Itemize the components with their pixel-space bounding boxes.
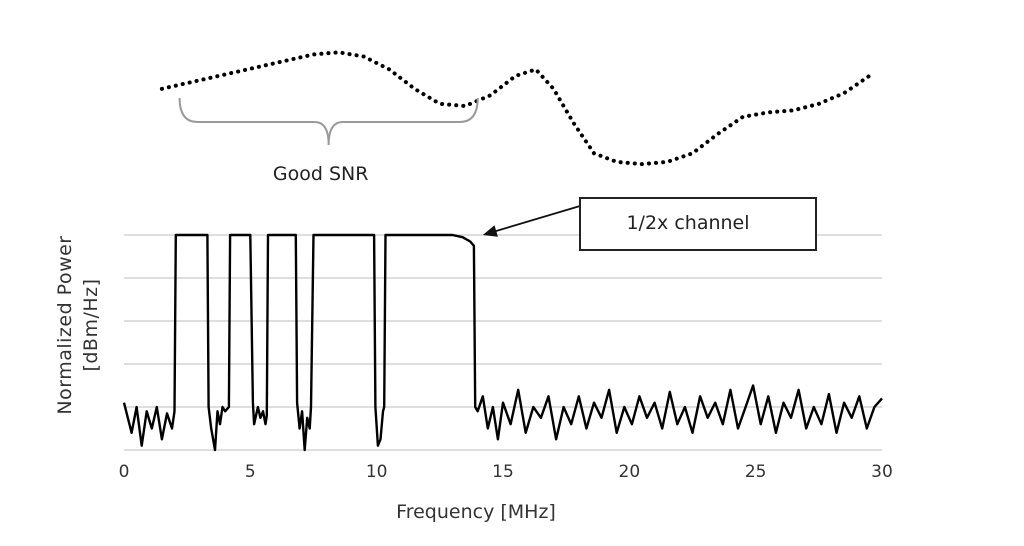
good-snr-brace bbox=[178, 97, 479, 146]
annotations: Good SNR 1/2x channel bbox=[178, 97, 817, 251]
x-tick-label: 15 bbox=[492, 462, 514, 482]
x-axis-label: Frequency [MHz] bbox=[396, 501, 556, 523]
callout-label: 1/2x channel bbox=[626, 212, 749, 234]
callout-arrow-line bbox=[492, 205, 581, 233]
x-tick-label: 25 bbox=[745, 462, 767, 482]
power-spectrum-line bbox=[122, 233, 883, 452]
series-layer bbox=[122, 50, 883, 452]
x-tick-label: 10 bbox=[366, 462, 388, 482]
x-tick-label: 30 bbox=[871, 462, 893, 482]
x-tick-label: 20 bbox=[619, 462, 641, 482]
x-tick-label: 5 bbox=[245, 462, 256, 482]
callout-box bbox=[579, 197, 817, 251]
good-snr-label: Good SNR bbox=[273, 163, 369, 185]
channel-snr-curve-line bbox=[159, 50, 872, 167]
callout-arrow-head bbox=[482, 225, 498, 237]
y-axis-label-line-1: Normalized Power bbox=[54, 235, 76, 414]
x-axis-ticks: 0 5 10 15 20 25 30 bbox=[119, 462, 893, 482]
y-axis-label-line-2: [dBm/Hz] bbox=[80, 278, 102, 371]
gridlines bbox=[124, 234, 882, 451]
x-tick-label: 0 bbox=[119, 462, 130, 482]
